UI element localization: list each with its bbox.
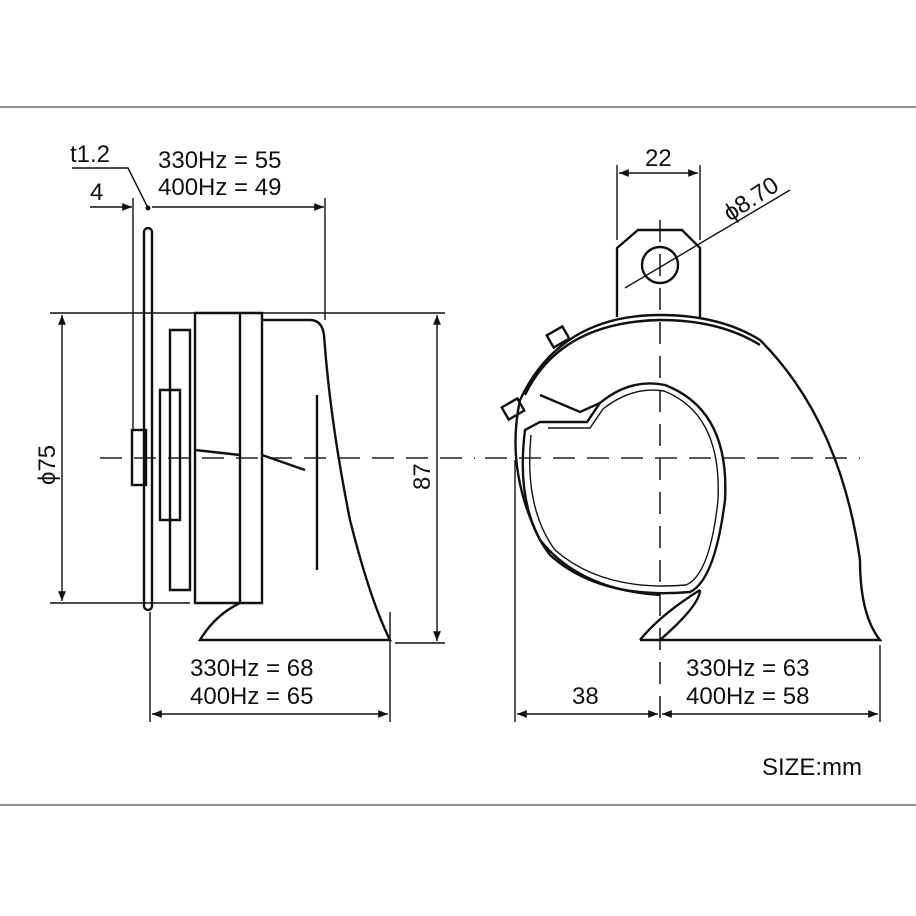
hole-diameter-label: ϕ8.70 (719, 172, 784, 227)
right-330-label: 330Hz = 63 (686, 655, 809, 682)
height-label: 87 (409, 463, 436, 490)
hole-diameter-leader (624, 189, 791, 289)
diameter-label: ϕ75 (34, 445, 61, 485)
depth-400-label: 400Hz = 49 (158, 174, 281, 201)
horn-flare (197, 318, 392, 642)
side-view: t1.2 4 330Hz = 55 400Hz = 49 ϕ75 87 330H… (34, 141, 475, 722)
units-label: SIZE:mm (762, 754, 862, 781)
thickness-label: t1.2 (70, 141, 110, 168)
leader-dot (145, 205, 151, 211)
bracket-width-label: 22 (645, 145, 672, 172)
base-330-label: 330Hz = 68 (190, 655, 313, 682)
offset-label: 4 (90, 179, 103, 206)
shell-foot (639, 588, 701, 641)
sound-outlet (521, 382, 727, 595)
front-view: 22 ϕ8.70 38 330Hz = 63 400Hz = 58 (485, 145, 883, 722)
thickness-leader (72, 167, 149, 209)
right-400-label: 400Hz = 58 (686, 683, 809, 710)
left-offset-label: 38 (572, 683, 599, 710)
rear-nut (130, 428, 148, 487)
sound-outlet-inner-edge (529, 389, 719, 587)
rear-cover (168, 328, 192, 592)
housing-detail (194, 448, 306, 472)
rear-boss (158, 388, 182, 522)
terminal-2 (500, 396, 526, 422)
depth-330-label: 330Hz = 55 (158, 147, 281, 174)
shell-rim (523, 318, 761, 396)
base-400-label: 400Hz = 65 (190, 683, 313, 710)
outlet-detail (539, 393, 601, 414)
terminal-1 (545, 324, 571, 350)
mounting-bracket (615, 228, 702, 317)
mounting-hole (640, 245, 680, 285)
mounting-plate (142, 226, 154, 612)
